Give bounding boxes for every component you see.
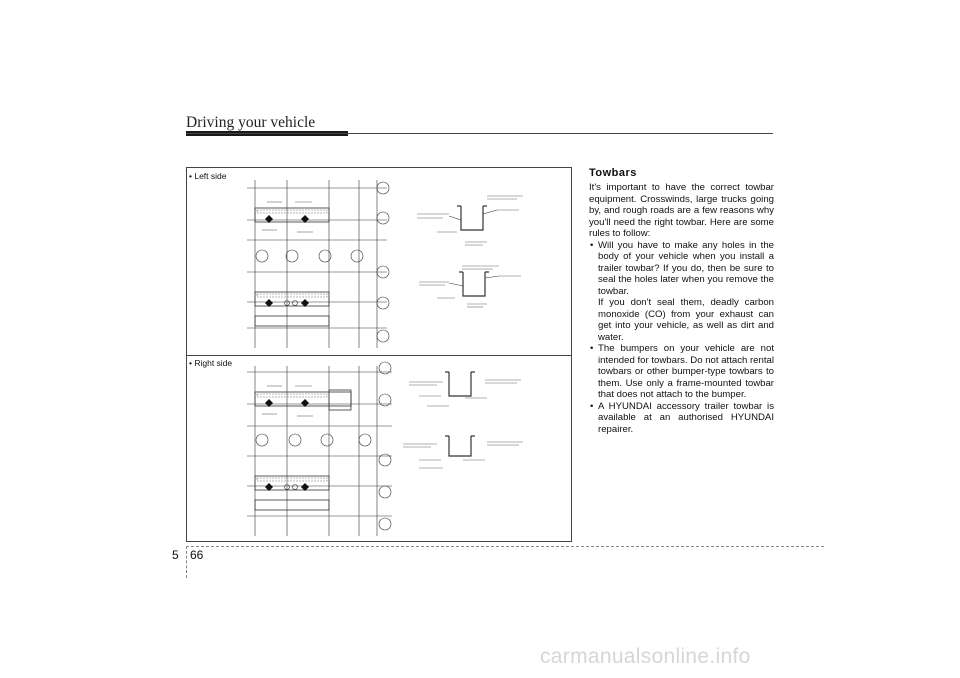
header-rule — [186, 133, 773, 134]
rule-text: The bumpers on your vehicle are not inte… — [598, 343, 774, 400]
figure-label-left-side: • Left side — [189, 171, 227, 181]
watermark: carmanualsonline.info — [540, 645, 751, 668]
page-header-title: Driving your vehicle — [186, 114, 316, 131]
section-title: Towbars — [589, 167, 637, 179]
right-side-towbar-drawing — [247, 361, 523, 536]
page-number: 66 — [190, 548, 204, 562]
towbar-figure: • Left side • Right side — [186, 167, 572, 542]
rule-extra-text: If you don't seal them, deadly carbon mo… — [598, 297, 774, 343]
rule-text: Will you have to make any holes in the b… — [598, 239, 774, 297]
rule-item: The bumpers on your vehicle are not inte… — [589, 343, 774, 401]
rule-item: Will you have to make any holes in the b… — [589, 240, 774, 344]
towbars-body: It's important to have the correct towba… — [589, 182, 774, 435]
footer-rule — [186, 546, 824, 547]
figure-label-right-side: • Right side — [189, 358, 233, 368]
rules-list: Will you have to make any holes in the b… — [589, 240, 774, 436]
rule-text: A HYUNDAI accessory trailer towbar is av… — [598, 400, 774, 435]
intro-paragraph: It's important to have the correct towba… — [589, 182, 774, 239]
rule-item: A HYUNDAI accessory trailer towbar is av… — [589, 401, 774, 436]
left-side-towbar-drawing — [247, 180, 523, 348]
footer-vertical-rule — [186, 546, 187, 578]
section-number: 5 — [172, 548, 179, 562]
figure-divider — [187, 355, 571, 356]
